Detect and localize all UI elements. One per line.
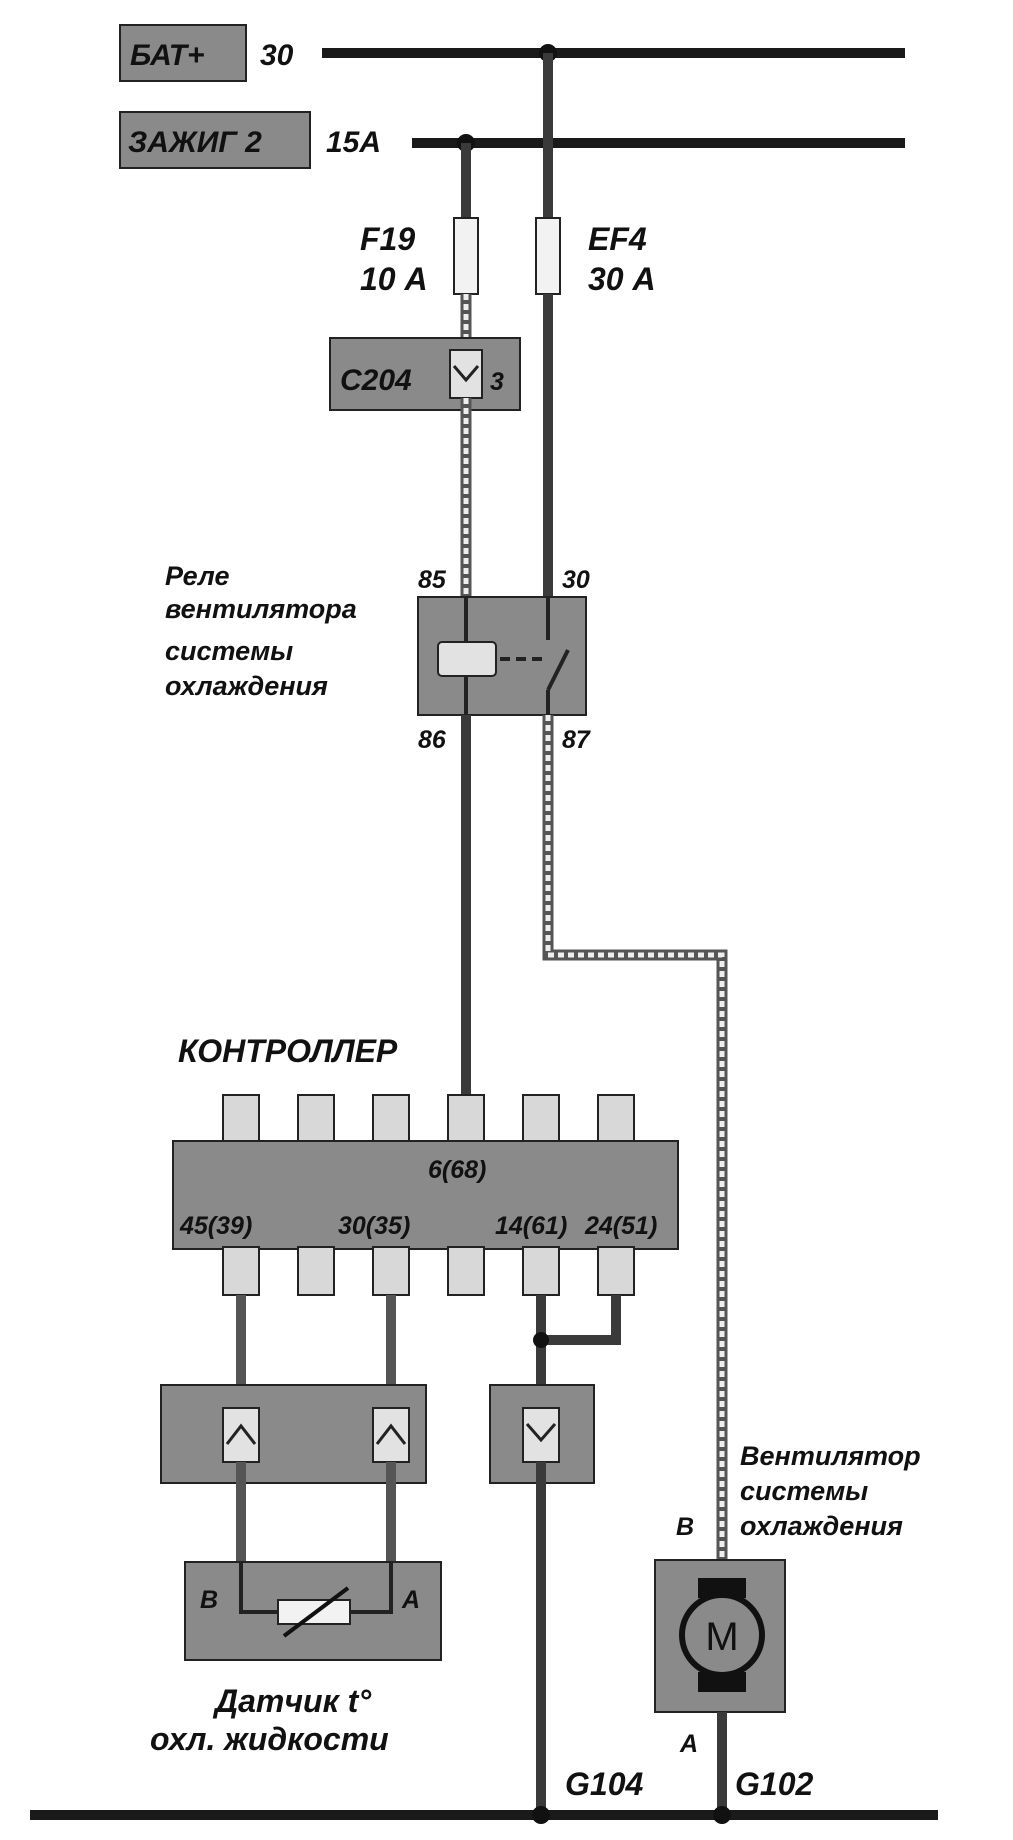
relay-title-3: системы [165,636,293,666]
ef4-name: EF4 [588,221,647,257]
wire-relay87-fan-hatch [545,715,725,1565]
fan-motor-top-cap [698,1578,746,1598]
c204-name: С204 [340,364,412,397]
sensor-internal-wire [239,1562,278,1614]
bat-terminal: 30 [260,39,294,72]
controller-bottom-pin-4 [447,1246,485,1296]
fan-title-1: Вентилятор [740,1441,921,1471]
relay-pin-87: 87 [562,726,591,754]
c204-pin: 3 [490,368,504,396]
controller-pin-b-label: 30(35) [338,1212,410,1240]
sensor-pin-b: В [200,1586,218,1614]
controller-pin-d-label: 24(51) [584,1212,657,1240]
ground-connector-chevron-icon [525,1423,557,1443]
controller-bottom-pin-5 [522,1246,560,1296]
sensor-connector-pin-2 [372,1407,410,1463]
sensor-variable-arrow-icon [282,1586,350,1638]
fan-pin-a: А [679,1730,698,1758]
relay-switch-arm [546,649,570,691]
c204-chevron-icon [452,365,480,383]
sensor-title-2: охл. жидкости [150,1721,389,1757]
relay-coil [437,641,497,677]
controller-top-pin-2 [297,1094,335,1144]
ef4-rating: 30 А [588,261,656,297]
ground-connector-pin [522,1407,560,1463]
g102-node [713,1806,731,1824]
relay-title-1: Реле [165,561,229,591]
fan-pin-b: В [676,1513,694,1541]
fan-title-2: системы [740,1476,868,1506]
relay-title-4: охлаждения [165,671,328,701]
fuse-ef4 [535,217,561,295]
relay-pin-85: 85 [418,566,447,594]
controller-top-pin-6 [597,1094,635,1144]
f19-name: F19 [360,221,415,257]
wire-ctrl-24-join [541,1295,621,1345]
relay-title-2: вентилятора [165,594,357,624]
ign-label: ЗАЖИГ 2 [128,126,262,159]
c204-pin-socket [449,349,483,399]
sensor-connector-chevron-2-icon [375,1423,407,1445]
sensor-connector-pin-1 [222,1407,260,1463]
fan-title-3: охлаждения [740,1511,903,1541]
sensor-internal-wire-2 [350,1562,393,1614]
controller-bottom-pin-1 [222,1246,260,1296]
controller-top-pin-5 [522,1094,560,1144]
sensor-title-1: Датчик t° [212,1683,371,1719]
controller-bottom-pin-2 [297,1246,335,1296]
controller-body [172,1140,679,1250]
controller-top-pin-1 [222,1094,260,1144]
relay-pin-30: 30 [562,566,590,594]
controller-pin-a-label: 45(39) [179,1212,252,1240]
fan-motor-symbol: M [705,1615,738,1659]
g104-label: G104 [565,1766,643,1802]
f19-rating: 10 А [360,261,428,297]
fan-motor-bottom-cap [698,1672,746,1692]
sensor-pin-a: А [401,1586,420,1614]
bat-label: БАТ+ [130,39,205,72]
controller-title: КОНТРОЛЛЕР [178,1033,398,1069]
bat-label-box [119,24,247,82]
relay-pin-86: 86 [418,726,447,754]
fan-motor-icon [679,1592,765,1678]
ign-terminal: 15А [326,126,381,159]
controller-top-pin-4 [447,1094,485,1144]
controller-pin-c-label: 14(61) [495,1212,567,1240]
g104-node [532,1806,550,1824]
g102-label: G102 [735,1766,813,1802]
ign-label-box [119,111,311,169]
sensor-connector-chevron-1-icon [225,1423,257,1445]
controller-bottom-pin-3 [372,1246,410,1296]
c204-box [329,337,521,411]
controller-pin-top-label: 6(68) [428,1156,486,1184]
ctrl-ground-node [533,1332,549,1348]
controller-bottom-pin-6 [597,1246,635,1296]
controller-top-pin-3 [372,1094,410,1144]
fuse-f19 [453,217,479,295]
